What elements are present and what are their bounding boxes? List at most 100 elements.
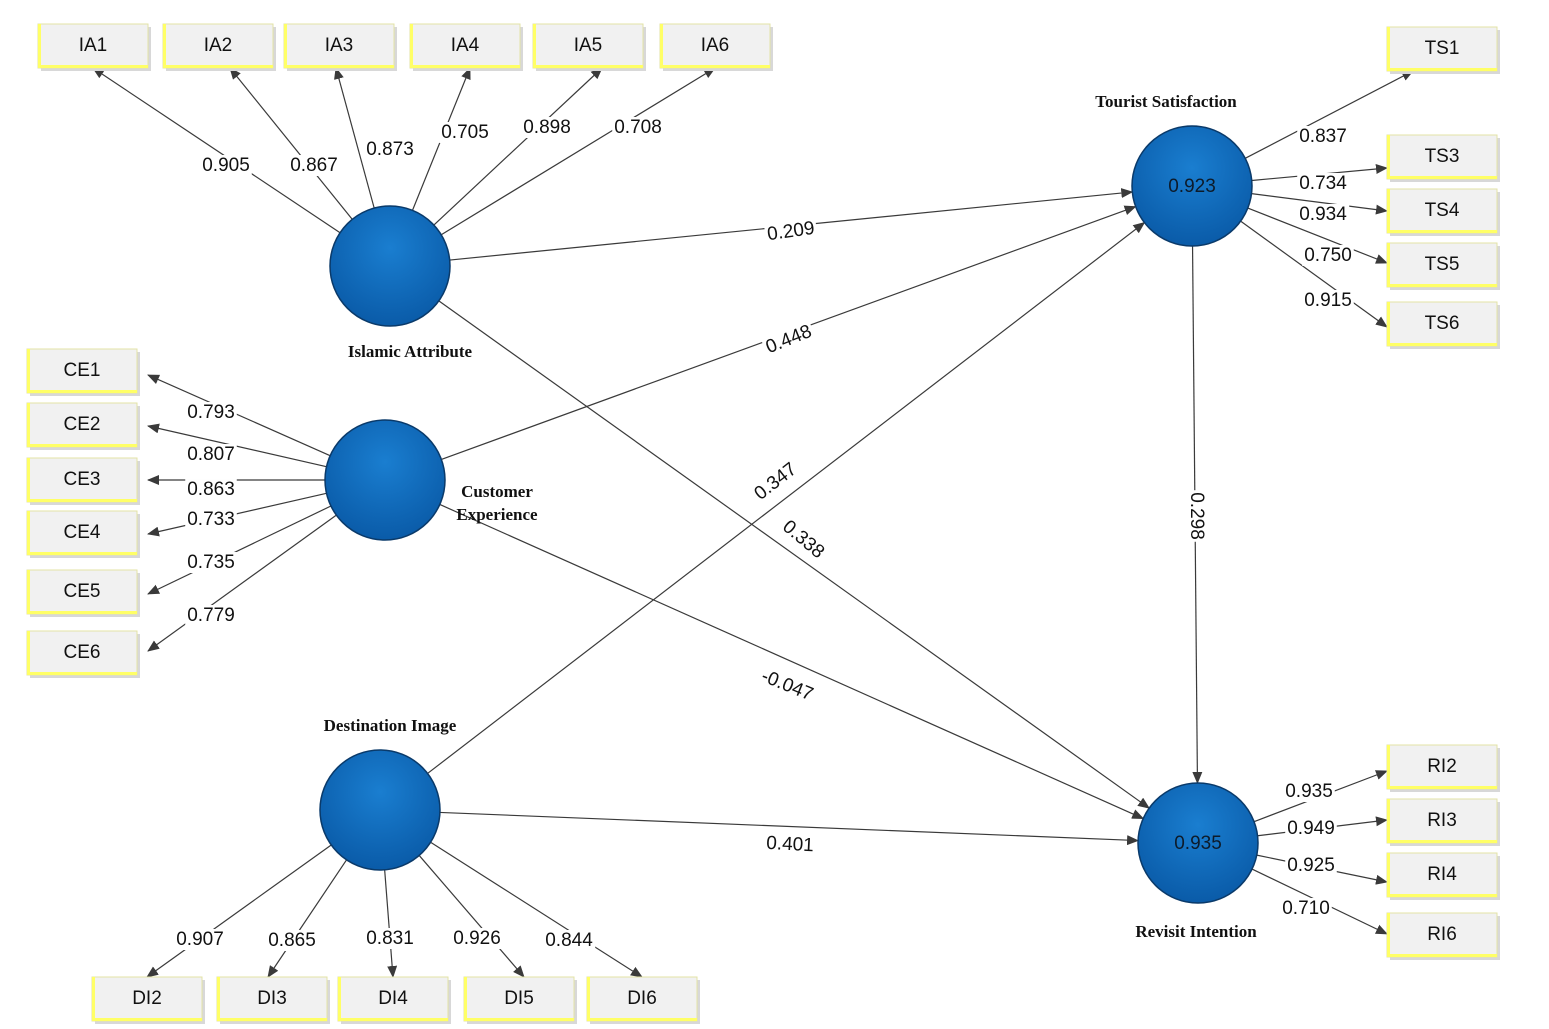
indicator-label: IA2 — [204, 35, 233, 56]
loading-value-di3: 0.865 — [268, 930, 316, 951]
indicator-edge — [660, 24, 663, 68]
indicator-ce5[interactable]: CE5 — [26, 569, 140, 617]
loading-value-ri6: 0.710 — [1282, 898, 1330, 919]
indicator-edge — [587, 977, 590, 1021]
indicator-ts1[interactable]: TS1 — [1386, 26, 1500, 74]
indicator-edge — [533, 24, 536, 68]
indicator-ia2[interactable]: IA2 — [162, 23, 276, 71]
indicator-di3[interactable]: DI3 — [216, 976, 330, 1024]
indicator-edge — [1387, 135, 1390, 179]
indicator-edge — [27, 444, 137, 447]
loading-label-bg — [1285, 855, 1337, 877]
construct-di[interactable]: Destination Image — [319, 716, 457, 871]
loading-value-di5: 0.926 — [453, 928, 501, 949]
loading-arrow-ts5 — [1247, 207, 1388, 264]
indicator-ts4[interactable]: TS4 — [1386, 188, 1500, 236]
indicator-edge — [92, 977, 95, 1021]
loading-label-bg — [1302, 290, 1354, 312]
construct-name: Revisit Intention — [1135, 922, 1257, 941]
loading-arrow-ia5 — [433, 67, 603, 226]
path-coef-di-ri: 0.401 — [766, 833, 815, 856]
indicator-box — [37, 23, 149, 69]
indicator-di6[interactable]: DI6 — [586, 976, 700, 1024]
r-squared-value: 0.923 — [1168, 176, 1216, 197]
indicator-di2[interactable]: DI2 — [91, 976, 205, 1024]
indicator-box — [659, 23, 771, 69]
indicator-label: CE5 — [64, 581, 101, 602]
loading-arrow-di4 — [384, 869, 398, 978]
indicator-label: TS5 — [1425, 254, 1460, 275]
indicator-ri6[interactable]: RI6 — [1386, 912, 1500, 960]
construct-circle — [319, 749, 441, 871]
loading-value-di2: 0.907 — [176, 929, 224, 950]
indicator-label: RI3 — [1427, 810, 1457, 831]
loading-value-di4: 0.831 — [366, 928, 414, 949]
indicator-di4[interactable]: DI4 — [337, 976, 451, 1024]
indicator-label: RI4 — [1427, 864, 1457, 885]
indicator-edge — [27, 611, 137, 614]
indicator-box — [1386, 301, 1498, 347]
path-label-bg — [763, 834, 817, 855]
loading-label-bg — [185, 402, 237, 424]
construct-circle — [1137, 782, 1259, 904]
indicator-edge — [217, 1018, 327, 1021]
construct-ts[interactable]: 0.923 Tourist Satisfaction — [1095, 92, 1253, 247]
indicator-edge — [1387, 745, 1390, 789]
construct-ia[interactable]: Islamic Attribute — [329, 205, 473, 361]
indicator-edge — [1387, 284, 1497, 287]
indicator-di5[interactable]: DI5 — [463, 976, 577, 1024]
indicator-ts3[interactable]: TS3 — [1386, 134, 1500, 182]
indicator-ce2[interactable]: CE2 — [26, 402, 140, 450]
indicator-label: DI6 — [627, 988, 657, 1009]
indicator-ia6[interactable]: IA6 — [659, 23, 773, 71]
indicator-edge — [1387, 230, 1497, 233]
indicator-box — [1386, 744, 1498, 790]
path-coef-ia-ts: 0.209 — [766, 218, 816, 245]
indicator-box — [463, 976, 575, 1022]
indicator-label: CE3 — [64, 469, 101, 490]
indicator-edge — [1387, 302, 1390, 346]
path-arrow-ce-ri — [439, 503, 1145, 820]
indicator-edge — [38, 65, 148, 68]
indicator-edge — [27, 458, 30, 502]
indicator-label: CE1 — [64, 360, 101, 381]
indicator-ts5[interactable]: TS5 — [1386, 242, 1500, 290]
indicator-ia1[interactable]: IA1 — [37, 23, 151, 71]
indicator-edge — [1387, 894, 1497, 897]
loading-value-di6: 0.844 — [545, 930, 593, 951]
path-coef-di-ts: 0.347 — [751, 459, 801, 505]
indicator-ri3[interactable]: RI3 — [1386, 798, 1500, 846]
indicator-ts6[interactable]: TS6 — [1386, 301, 1500, 349]
indicator-ia4[interactable]: IA4 — [409, 23, 523, 71]
indicator-ce3[interactable]: CE3 — [26, 457, 140, 505]
loading-value-ri2: 0.935 — [1285, 781, 1333, 802]
indicator-ia3[interactable]: IA3 — [283, 23, 397, 71]
loading-arrow-di3 — [267, 859, 348, 978]
indicator-ri4[interactable]: RI4 — [1386, 852, 1500, 900]
indicator-ce1[interactable]: CE1 — [26, 348, 140, 396]
loading-arrow-ce4 — [147, 492, 327, 537]
construct-name: Customer — [461, 482, 533, 501]
indicator-label: IA6 — [701, 35, 730, 56]
loading-label-bg — [266, 930, 318, 952]
indicator-box — [532, 23, 644, 69]
indicator-label: DI2 — [132, 988, 162, 1009]
indicator-box — [337, 976, 449, 1022]
indicator-edge — [410, 24, 413, 68]
loading-value-ia2: 0.867 — [290, 155, 338, 176]
indicator-edge — [1387, 176, 1497, 179]
loading-value-ri3: 0.949 — [1287, 818, 1335, 839]
indicator-ce6[interactable]: CE6 — [26, 630, 140, 678]
loading-arrow-di5 — [418, 855, 525, 978]
indicator-edge — [92, 1018, 202, 1021]
indicator-ri2[interactable]: RI2 — [1386, 744, 1500, 792]
indicator-ia5[interactable]: IA5 — [532, 23, 646, 71]
loading-label-bg — [288, 155, 340, 177]
indicator-ce4[interactable]: CE4 — [26, 510, 140, 558]
indicator-label: DI3 — [257, 988, 287, 1009]
indicator-edge — [1387, 243, 1390, 287]
construct-name: Tourist Satisfaction — [1095, 92, 1237, 111]
